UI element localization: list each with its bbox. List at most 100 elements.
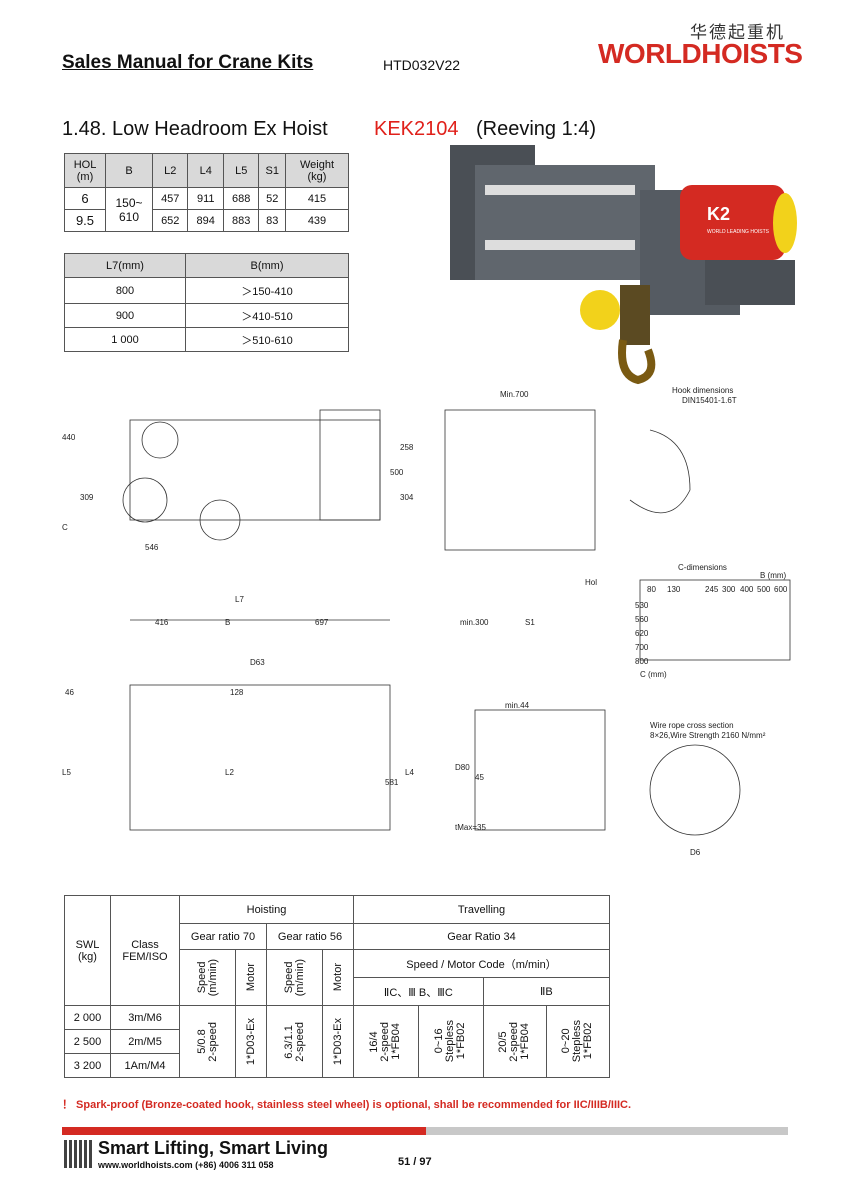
col-weight: Weight (kg) [285, 153, 349, 188]
footer-bar-red [62, 1127, 426, 1135]
table-cell: 688 [222, 187, 260, 210]
table-cell: 900 [64, 303, 186, 328]
lbl-d6: D6 [690, 848, 701, 857]
section-model: KEK2104 [374, 118, 459, 140]
page-number: 51 / 97 [398, 1156, 432, 1168]
footer-contact: www.worldhoists.com (+86) 4006 311 058 [98, 1160, 274, 1170]
hdr-hoisting: Hoisting [179, 895, 354, 924]
lbl-c-dim: C-dimensions [678, 563, 727, 572]
b-tick: 80 [647, 585, 656, 594]
b-tick: 300 [722, 585, 736, 594]
logo-worldhoists: WORLDHOISTS [598, 38, 803, 69]
lbl-min44: min.44 [505, 701, 530, 710]
hdr-speed-motor: Speed / Motor Code（m/min） [353, 949, 610, 978]
table-cell: 3 200 [64, 1053, 111, 1078]
col-hol: HOL (m) [64, 153, 106, 188]
lbl-581: 581 [385, 778, 399, 787]
lbl-440: 440 [62, 433, 76, 442]
table-cell: 9.5 [64, 209, 106, 232]
lbl-l5: L5 [62, 768, 71, 777]
c-tick: 700 [635, 643, 649, 652]
b-ticks: 80 130 245 300 400 500 600 [647, 585, 788, 594]
lbl-c-mm: C (mm) [640, 670, 667, 679]
table-cell: 894 [187, 209, 224, 232]
lbl-wire: Wire rope cross section [650, 721, 734, 730]
hdr-speed: Speed (m/min) [195, 958, 219, 997]
section-reeving: (Reeving 1:4) [476, 118, 597, 140]
table-cell: 2 000 [64, 1005, 111, 1030]
table-cell: 6.3/1.1 2-speed [282, 1021, 306, 1062]
lbl-309: 309 [80, 493, 94, 502]
table-cell: 1*D03-Ex [331, 1017, 344, 1066]
b-tick: 600 [774, 585, 788, 594]
performance-table: SWL (kg) Class FEM/ISO Hoisting Travelli… [64, 895, 611, 1078]
col-s1: S1 [258, 153, 286, 188]
table-cell-b: 150~ 610 [105, 187, 153, 232]
b-tick: 130 [667, 585, 681, 594]
table-cell: 800 [64, 277, 186, 304]
col-l7: L7(mm) [64, 253, 186, 278]
c-tick: 560 [635, 615, 649, 624]
lbl-128: 128 [230, 688, 244, 697]
lbl-l4: L4 [405, 768, 414, 777]
logo-chinese: 华德起重机 [690, 23, 785, 42]
table-cell: 6 [64, 187, 106, 210]
table-cell: 652 [151, 209, 189, 232]
lbl-tmax: tMax=35 [455, 823, 486, 832]
footer-bar-gray [426, 1127, 788, 1135]
lbl-b: B [225, 618, 230, 627]
table-cell: 439 [285, 209, 349, 232]
table-cell: 911 [187, 187, 224, 210]
hoist-photo: K2 WORLD LEADING HOISTS [450, 145, 797, 385]
lbl-l7: L7 [235, 595, 244, 604]
col-swl: SWL (kg) [64, 895, 111, 1006]
lbl-d80: D80 [455, 763, 470, 772]
lbl-697: 697 [315, 618, 329, 627]
table-cell: 457 [151, 187, 189, 210]
lbl-min700: Min.700 [500, 390, 529, 399]
manual-title: Sales Manual for Crane Kits [62, 52, 314, 73]
c-ticks: 530 560 620 700 800 [635, 601, 649, 666]
lbl-304: 304 [400, 493, 414, 502]
qr-code-icon [64, 1140, 92, 1168]
lbl-wire-spec: 8×26,Wire Strength 2160 N/mm² [650, 731, 766, 740]
lbl-hook: Hook dimensions [672, 386, 733, 395]
document-code: HTD032V22 [383, 57, 461, 73]
lbl-s1: S1 [525, 618, 535, 627]
hdr-travelling: Travelling [353, 895, 610, 924]
lbl-46: 46 [65, 688, 74, 697]
lbl-45: 45 [475, 773, 484, 782]
b-tick: 245 [705, 585, 719, 594]
table-cell: 16/4 2-speed 1*FB04 [368, 1021, 403, 1062]
lbl-546: 546 [145, 543, 159, 552]
table-cell: 415 [285, 187, 349, 210]
dimensions-table: HOL (m) B L2 L4 L5 S1 Weight (kg) 6 150~… [64, 153, 349, 232]
lbl-c: C [62, 523, 68, 532]
hdr-gr34: Gear Ratio 34 [353, 923, 610, 950]
table-cell: 1*D03-Ex [244, 1017, 257, 1066]
hdr-gr56: Gear ratio 56 [266, 923, 354, 950]
col-bmm: B(mm) [185, 253, 349, 278]
c-tick: 800 [635, 657, 649, 666]
table-cell: 52 [258, 187, 286, 210]
lbl-hol: Hol [585, 578, 597, 587]
lbl-din: DIN15401-1.6T [682, 396, 737, 405]
col-b: B [105, 153, 153, 188]
col-l2: L2 [151, 153, 189, 188]
hdr-group1: ⅡC、Ⅲ B、ⅢC [353, 977, 484, 1006]
b-tick: 500 [757, 585, 771, 594]
col-l4: L4 [187, 153, 224, 188]
c-tick: 620 [635, 629, 649, 638]
table-cell: 2m/M5 [110, 1029, 180, 1054]
b-tick: 400 [740, 585, 754, 594]
table-cell: 5/0.8 2-speed [195, 1021, 219, 1062]
photo-brand: K2 [707, 204, 730, 224]
lbl-b-mm: B (mm) [760, 571, 787, 580]
lbl-416: 416 [155, 618, 169, 627]
lbl-l2: L2 [225, 768, 234, 777]
hdr-motor: Motor [331, 963, 344, 992]
table-cell: 1Am/M4 [110, 1053, 180, 1078]
table-cell: 83 [258, 209, 286, 232]
table-cell: ＞150-410 [185, 277, 349, 304]
table-cell: ＞410-510 [185, 303, 349, 328]
